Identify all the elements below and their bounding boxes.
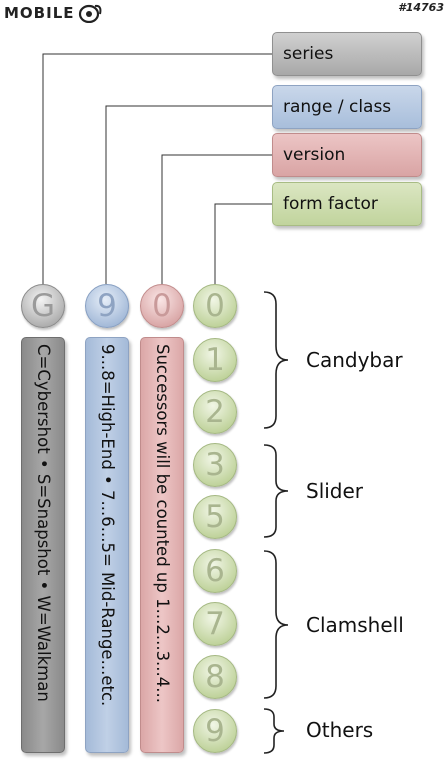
form-factor-connector bbox=[214, 203, 272, 284]
clamshell-label: Clamshell bbox=[306, 613, 404, 637]
range-digit: 9 bbox=[85, 284, 129, 328]
range-description: 9...8=High-End • 7...6...5= Mid-Range...… bbox=[98, 344, 117, 707]
clamshell-brace bbox=[263, 550, 289, 699]
version-column: Successors will be counted up 1...2...3.… bbox=[140, 337, 184, 753]
others-brace bbox=[263, 708, 285, 754]
form-factor-option: 6 bbox=[193, 549, 237, 593]
form-factor-digit: 0 bbox=[193, 284, 237, 328]
form-factor-option: 8 bbox=[193, 655, 237, 699]
candybar-brace bbox=[263, 291, 289, 429]
series-connector bbox=[42, 53, 272, 284]
series-label: series bbox=[272, 32, 422, 76]
logo-text: MOBILE bbox=[4, 4, 75, 22]
logo-mark-icon bbox=[78, 4, 101, 23]
series-column: C=Cybershot • S=Snapshot • W=Walkman bbox=[21, 337, 65, 753]
range-class-label: range / class bbox=[272, 85, 422, 129]
form-factor-option: 9 bbox=[193, 709, 237, 753]
form-factor-option: 7 bbox=[193, 602, 237, 646]
form-factor-option: 2 bbox=[193, 390, 237, 434]
series-digit: G bbox=[21, 284, 65, 328]
version-connector bbox=[161, 154, 272, 284]
version-label: version bbox=[272, 133, 422, 177]
series-description: C=Cybershot • S=Snapshot • W=Walkman bbox=[34, 344, 53, 702]
logo: MOBILE bbox=[4, 2, 104, 24]
range-connector bbox=[105, 105, 272, 284]
form-factor-option: 1 bbox=[193, 338, 237, 382]
form-factor-option: 5 bbox=[193, 495, 237, 539]
slider-brace bbox=[263, 444, 289, 538]
candybar-label: Candybar bbox=[306, 348, 403, 372]
slider-label: Slider bbox=[306, 479, 364, 503]
others-label: Others bbox=[306, 718, 374, 742]
form-factor-option: 3 bbox=[193, 443, 237, 487]
range-column: 9...8=High-End • 7...6...5= Mid-Range...… bbox=[85, 337, 129, 753]
version-description: Successors will be counted up 1...2...3.… bbox=[153, 344, 172, 704]
version-digit: 0 bbox=[140, 284, 184, 328]
form-factor-label: form factor bbox=[272, 182, 422, 226]
image-id: #14763 bbox=[398, 1, 444, 14]
